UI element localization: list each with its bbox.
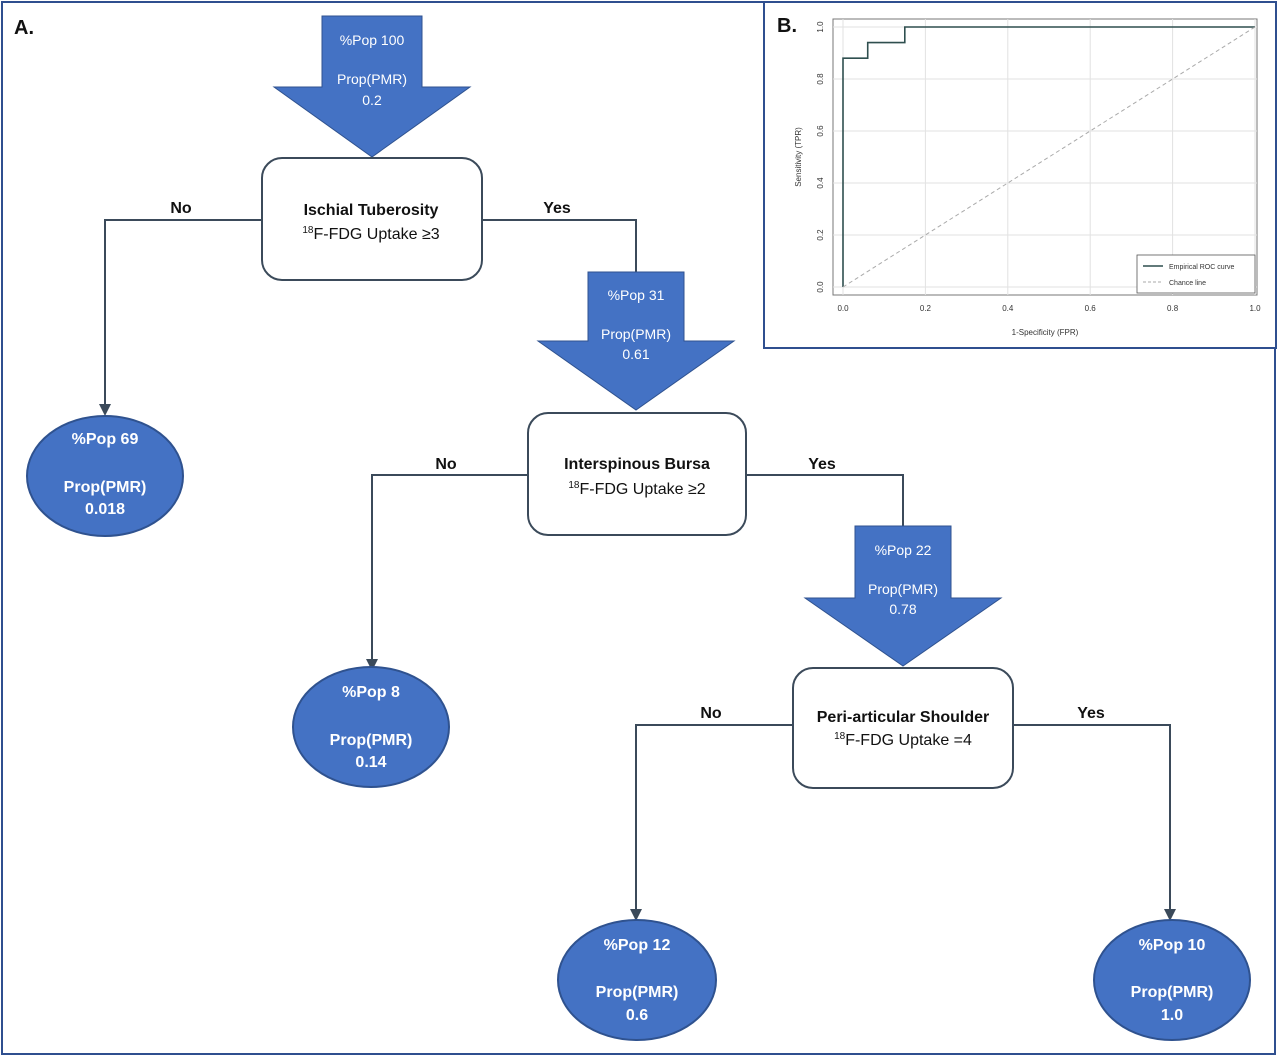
connector-d1-yes xyxy=(482,219,637,272)
leaf-1-prop-label: Prop(PMR) xyxy=(64,479,147,496)
decision-2-rule: F-FDG Uptake ≥2 xyxy=(579,481,705,498)
leaf-node-1: %Pop 69 Prop(PMR) 0.018 xyxy=(26,415,184,537)
decision-2-sup: 18 xyxy=(568,480,580,491)
roc-xtick-label-5: 1.0 xyxy=(1249,304,1261,313)
decision-2-title: Interspinous Bursa xyxy=(564,456,710,473)
flow-yes2-pop: %Pop 22 xyxy=(875,542,932,558)
panel-b-label: B. xyxy=(777,15,797,37)
arrowheads xyxy=(99,404,1176,921)
leaf-4-prop-label: Prop(PMR) xyxy=(1131,984,1214,1001)
decision-1-title: Ischial Tuberosity xyxy=(304,202,439,219)
roc-ylabel: Sensitivity (TPR) xyxy=(794,127,803,187)
roc-ytick-label-5: 1.0 xyxy=(816,21,825,33)
decision-1-sup: 18 xyxy=(302,225,314,236)
decision-box-2: Interspinous Bursa 18F-FDG Uptake ≥2 xyxy=(527,412,747,536)
branch-label-yes-2: Yes xyxy=(808,456,836,473)
leaf-node-4: %Pop 10 Prop(PMR) 1.0 xyxy=(1093,919,1251,1041)
branch-label-no-3: No xyxy=(700,705,722,722)
leaf-2-prop: 0.14 xyxy=(355,754,386,771)
leaf-node-2: %Pop 8 Prop(PMR) 0.14 xyxy=(292,666,450,788)
roc-ytick-label-0: 0.0 xyxy=(816,281,825,293)
roc-panel: 0.0 0.2 0.4 0.6 0.8 1.0 0.0 0.2 0.4 0.6 0.8 1.0 1-Sp… xyxy=(763,1,1277,349)
roc-xlabel: 1-Specificity (FPR) xyxy=(1012,328,1079,337)
panel-a-label: A. xyxy=(14,17,34,39)
flow-yes1-prop: 0.61 xyxy=(622,346,649,362)
connector-d2-no xyxy=(371,474,528,660)
roc-legend-label-0: Empirical ROC curve xyxy=(1169,264,1234,271)
leaf-4-pop: %Pop 10 xyxy=(1139,937,1206,954)
branch-label-yes-3: Yes xyxy=(1077,705,1105,722)
roc-series-empirical-curve xyxy=(842,26,1255,287)
arrowhead-l1 xyxy=(99,404,111,416)
leaf-3-prop-label: Prop(PMR) xyxy=(596,984,679,1001)
decision-3-rule-line: 18F-FDG Uptake =4 xyxy=(834,731,972,749)
leaf-4-prop: 1.0 xyxy=(1161,1007,1183,1024)
flow-root-prop: 0.2 xyxy=(362,92,382,108)
decision-1-rule: F-FDG Uptake ≥3 xyxy=(313,226,439,243)
roc-ytick-label-4: 0.8 xyxy=(816,73,825,85)
roc-chart: 0.0 0.2 0.4 0.6 0.8 1.0 0.0 0.2 0.4 0.6 0.8 1.0 1-Sp… xyxy=(794,18,1261,337)
flow-arrow-yes2: %Pop 22 Prop(PMR) 0.78 xyxy=(803,525,1003,667)
branch-label-yes-1: Yes xyxy=(543,200,571,217)
decision-box-3: Peri-articular Shoulder 18F-FDG Uptake =… xyxy=(792,667,1014,789)
arrowhead-l2 xyxy=(366,659,378,671)
flow-root-prop-label: Prop(PMR) xyxy=(337,71,407,87)
arrowhead-l4 xyxy=(1164,909,1176,921)
decision-1-rule-line: 18F-FDG Uptake ≥3 xyxy=(302,225,439,243)
roc-xtick-label-3: 0.6 xyxy=(1085,304,1097,313)
decision-2-rule-line: 18F-FDG Uptake ≥2 xyxy=(568,480,705,498)
roc-xtick-label-4: 0.8 xyxy=(1167,304,1179,313)
decision-3-title: Peri-articular Shoulder xyxy=(817,709,990,726)
connector-d2-yes xyxy=(746,474,904,526)
connectors xyxy=(104,219,1171,910)
flow-arrow-yes1: %Pop 31 Prop(PMR) 0.61 xyxy=(536,271,736,411)
roc-xtick-label-0: 0.0 xyxy=(837,304,849,313)
flow-yes1-prop-label: Prop(PMR) xyxy=(601,326,671,342)
connector-d1-no xyxy=(104,219,262,405)
roc-legend-box xyxy=(1136,254,1256,294)
leaf-2-prop-label: Prop(PMR) xyxy=(330,732,413,749)
roc-ytick-label-3: 0.6 xyxy=(816,125,825,137)
connector-d3-no xyxy=(635,724,793,910)
branch-label-no-2: No xyxy=(435,456,457,473)
connector-d3-yes xyxy=(1013,724,1171,910)
decision-3-sup: 18 xyxy=(834,731,846,742)
flow-arrow-root: %Pop 100 Prop(PMR) 0.2 xyxy=(272,15,472,158)
roc-legend-label-1: Chance line xyxy=(1169,280,1206,287)
flow-yes2-prop: 0.78 xyxy=(889,601,916,617)
roc-series-chance-line xyxy=(842,26,1256,288)
flow-root-pop: %Pop 100 xyxy=(340,32,405,48)
leaf-node-3: %Pop 12 Prop(PMR) 0.6 xyxy=(557,919,717,1041)
branch-label-no-1: No xyxy=(170,200,192,217)
roc-ytick-label-1: 0.2 xyxy=(816,229,825,241)
flow-yes1-pop: %Pop 31 xyxy=(608,287,665,303)
decision-box-1: Ischial Tuberosity 18F-FDG Uptake ≥3 xyxy=(261,157,483,281)
leaf-2-pop: %Pop 8 xyxy=(342,684,400,701)
roc-plot-border xyxy=(832,18,1258,296)
decision-3-rule: F-FDG Uptake =4 xyxy=(845,732,972,749)
roc-xtick-label-1: 0.2 xyxy=(920,304,932,313)
flow-yes2-prop-label: Prop(PMR) xyxy=(868,581,938,597)
leaf-3-prop: 0.6 xyxy=(626,1007,648,1024)
roc-ytick-label-2: 0.4 xyxy=(816,177,825,189)
leaf-1-pop: %Pop 69 xyxy=(72,431,139,448)
arrowhead-l3 xyxy=(630,909,642,921)
leaf-1-prop: 0.018 xyxy=(85,501,125,518)
leaf-3-pop: %Pop 12 xyxy=(604,937,671,954)
roc-xtick-label-2: 0.4 xyxy=(1002,304,1014,313)
